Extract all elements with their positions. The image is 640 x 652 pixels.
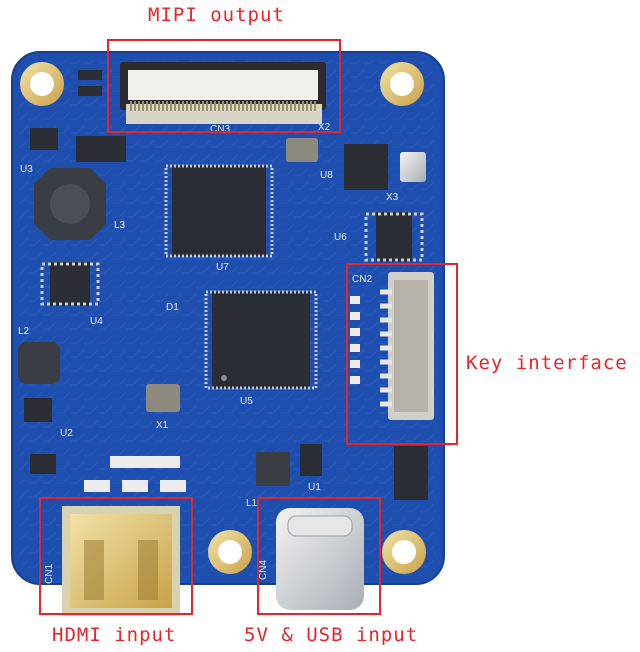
ic-u4 (40, 262, 100, 306)
hdmi-connector (62, 506, 180, 616)
mounting-hole-bottom-left (208, 530, 252, 574)
mounting-hole-top-left (20, 62, 64, 106)
inductor-l3 (34, 168, 106, 240)
silk-x1: X1 (156, 420, 169, 431)
silk-x2: X2 (318, 122, 331, 133)
crystal-x3 (400, 152, 426, 182)
callout-boxes (39, 39, 458, 615)
silk-u3: U3 (20, 164, 33, 175)
silk-cn4: CN4 (258, 560, 269, 580)
silk-u4: U4 (90, 316, 103, 327)
silk-l2: L2 (18, 326, 30, 337)
silk-x3: X3 (386, 192, 399, 203)
mounting-hole-bottom-right (382, 530, 426, 574)
ic-u5 (204, 290, 318, 390)
ic-u6 (364, 212, 424, 262)
passive-column-right (350, 296, 360, 384)
ic-u2 (24, 398, 56, 474)
silk-u5: U5 (240, 396, 253, 407)
ic-u1 (256, 444, 322, 486)
silk-cn1: CN1 (44, 564, 55, 584)
resistor-arrays-bottom (84, 456, 186, 492)
usb-input-label: 5V & USB input (244, 624, 419, 646)
silk-d1: D1 (166, 302, 179, 313)
mipi-fpc-connector (120, 62, 326, 124)
mipi-output-label: MIPI output (148, 4, 285, 26)
usb-callout-box (257, 497, 381, 615)
silk-cn3: CN3 (210, 124, 230, 135)
silk-u7: U7 (216, 262, 229, 273)
key-callout-box (346, 263, 458, 445)
silk-u8: U8 (320, 170, 333, 181)
hdmi-input-label: HDMI input (52, 624, 177, 646)
silk-u1: U1 (308, 482, 321, 493)
usbc-connector (276, 508, 364, 610)
silk-l3: L3 (114, 220, 126, 231)
diode-right (394, 446, 428, 500)
key-connector-cn2 (380, 272, 434, 420)
silk-u2: U2 (60, 428, 73, 439)
mounting-hole-top-right (380, 62, 424, 106)
ic-u7 (164, 164, 274, 258)
silk-l1: L1 (246, 498, 258, 509)
silk-cn2: CN2 (352, 274, 372, 285)
silk-u6: U6 (334, 232, 347, 243)
key-interface-label: Key interface (466, 352, 628, 374)
smd-components-top-left (30, 70, 126, 162)
ic-u8 (344, 144, 388, 190)
crystal-x1 (146, 384, 180, 412)
crystal-x2 (286, 138, 318, 162)
hdmi-callout-box (39, 497, 193, 615)
inductor-l2 (18, 342, 60, 384)
mipi-callout-box (107, 39, 341, 133)
